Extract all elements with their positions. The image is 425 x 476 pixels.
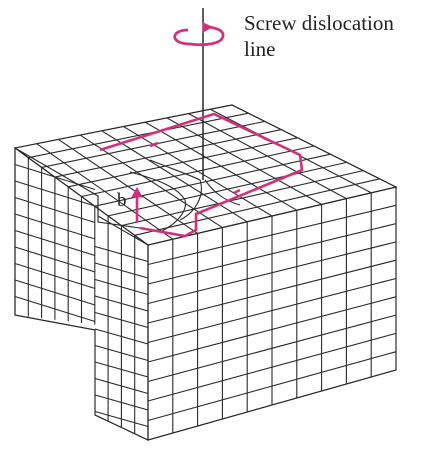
circuit-arrow-tick — [234, 190, 240, 193]
rotation-arrow-icon — [175, 23, 223, 45]
circuit-arrow-tick — [262, 137, 268, 140]
warped-grid-line — [130, 172, 185, 232]
title-line-2: line — [244, 37, 276, 61]
dislocation-step-face — [15, 105, 396, 440]
rotation-arrow-path — [175, 27, 223, 45]
top-face-grid — [15, 105, 396, 245]
left-face-grid — [15, 148, 148, 440]
top-face-outline — [15, 105, 396, 245]
crystal-lattice-cube — [15, 105, 396, 440]
title-line-1: Screw dislocation — [244, 11, 394, 35]
rotation-arrow-head — [203, 23, 212, 32]
burgers-vector-label: b — [117, 190, 127, 211]
cube-top-edge — [15, 105, 396, 245]
burgers-vector-arrowhead — [132, 188, 142, 197]
